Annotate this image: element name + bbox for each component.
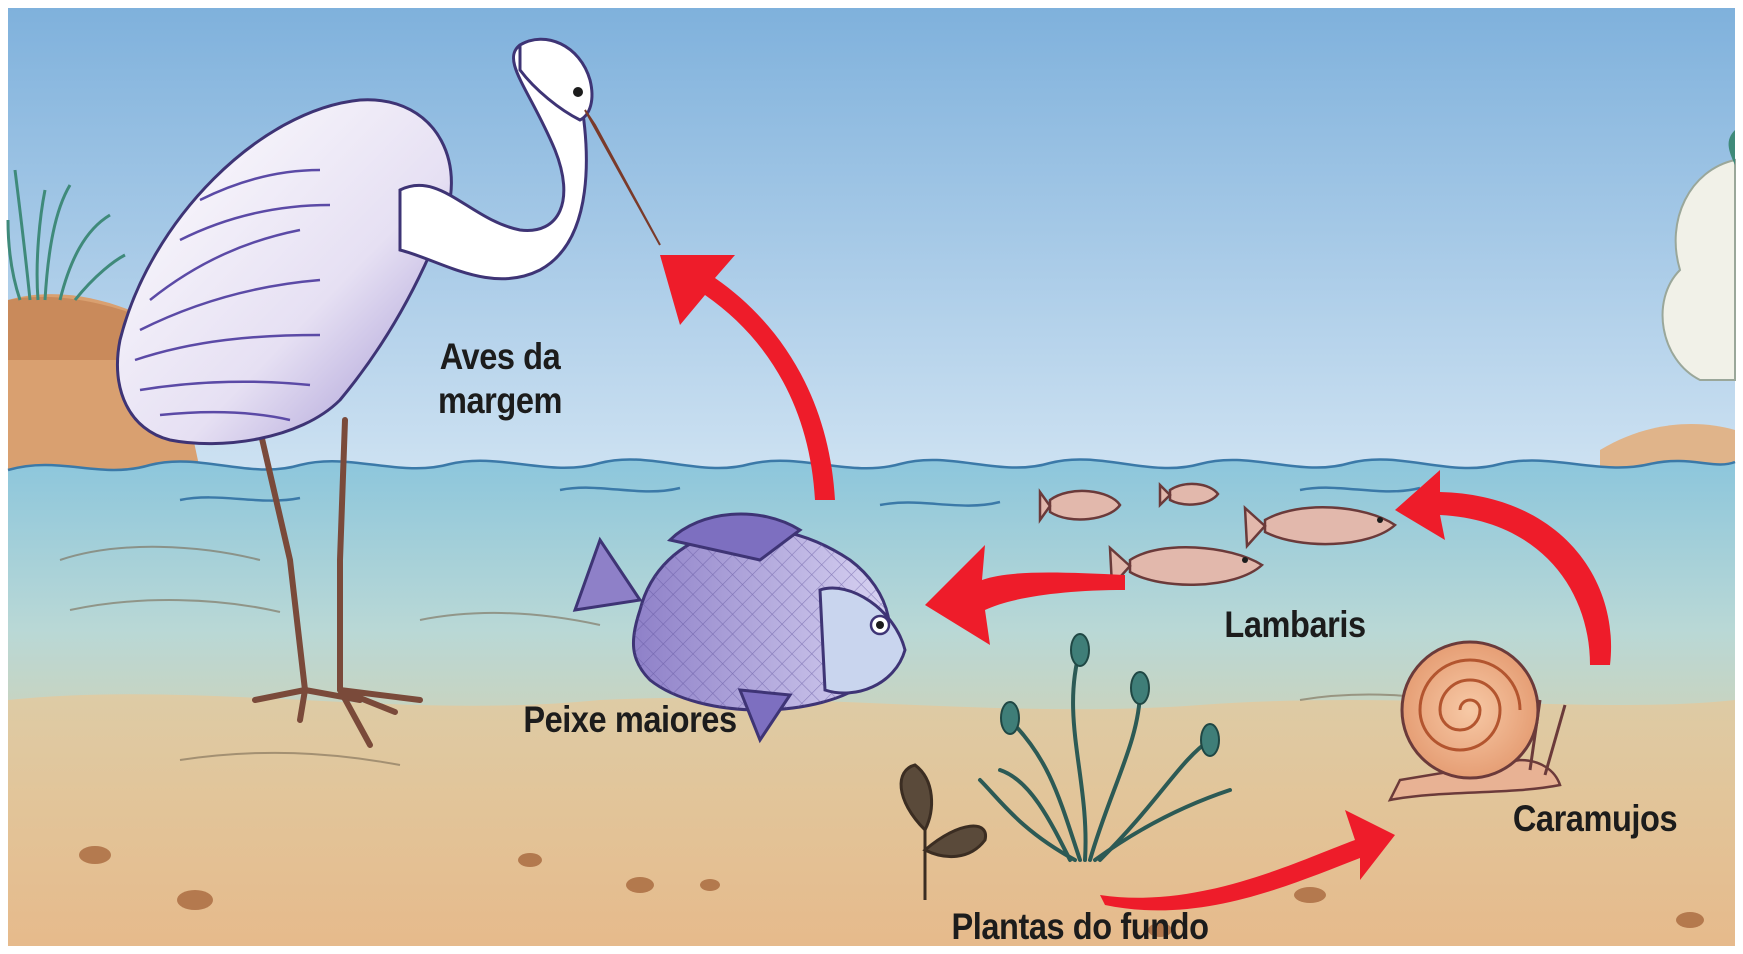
label-peixe-maiores: Peixe maiores: [523, 699, 737, 740]
label-plantas-do-fundo: Plantas do fundo: [951, 906, 1209, 947]
arrow-lambaris-to-bigfish: [925, 545, 1125, 645]
river-bottom: [8, 545, 1735, 946]
label-aves-line2: margem: [437, 380, 563, 422]
label-aves-da-margem: Aves da margem: [412, 335, 588, 424]
lambaris-illustration: [1038, 481, 1398, 590]
arrow-plants-to-snails: [1100, 810, 1395, 911]
label-caramujos: Caramujos: [1512, 798, 1678, 839]
arrow-snails-to-lambaris: [1395, 470, 1612, 665]
snail-illustration: [1387, 640, 1567, 802]
bottom-plants-illustration: [899, 633, 1232, 900]
heron-illustration: [115, 37, 661, 748]
food-chain-arrows: [660, 255, 1612, 911]
label-aves-line1: Aves da: [439, 336, 561, 377]
arrow-bigfish-to-birds: [660, 255, 835, 500]
label-lambaris: Lambaris: [1224, 604, 1366, 645]
big-fish-illustration: [572, 512, 907, 744]
